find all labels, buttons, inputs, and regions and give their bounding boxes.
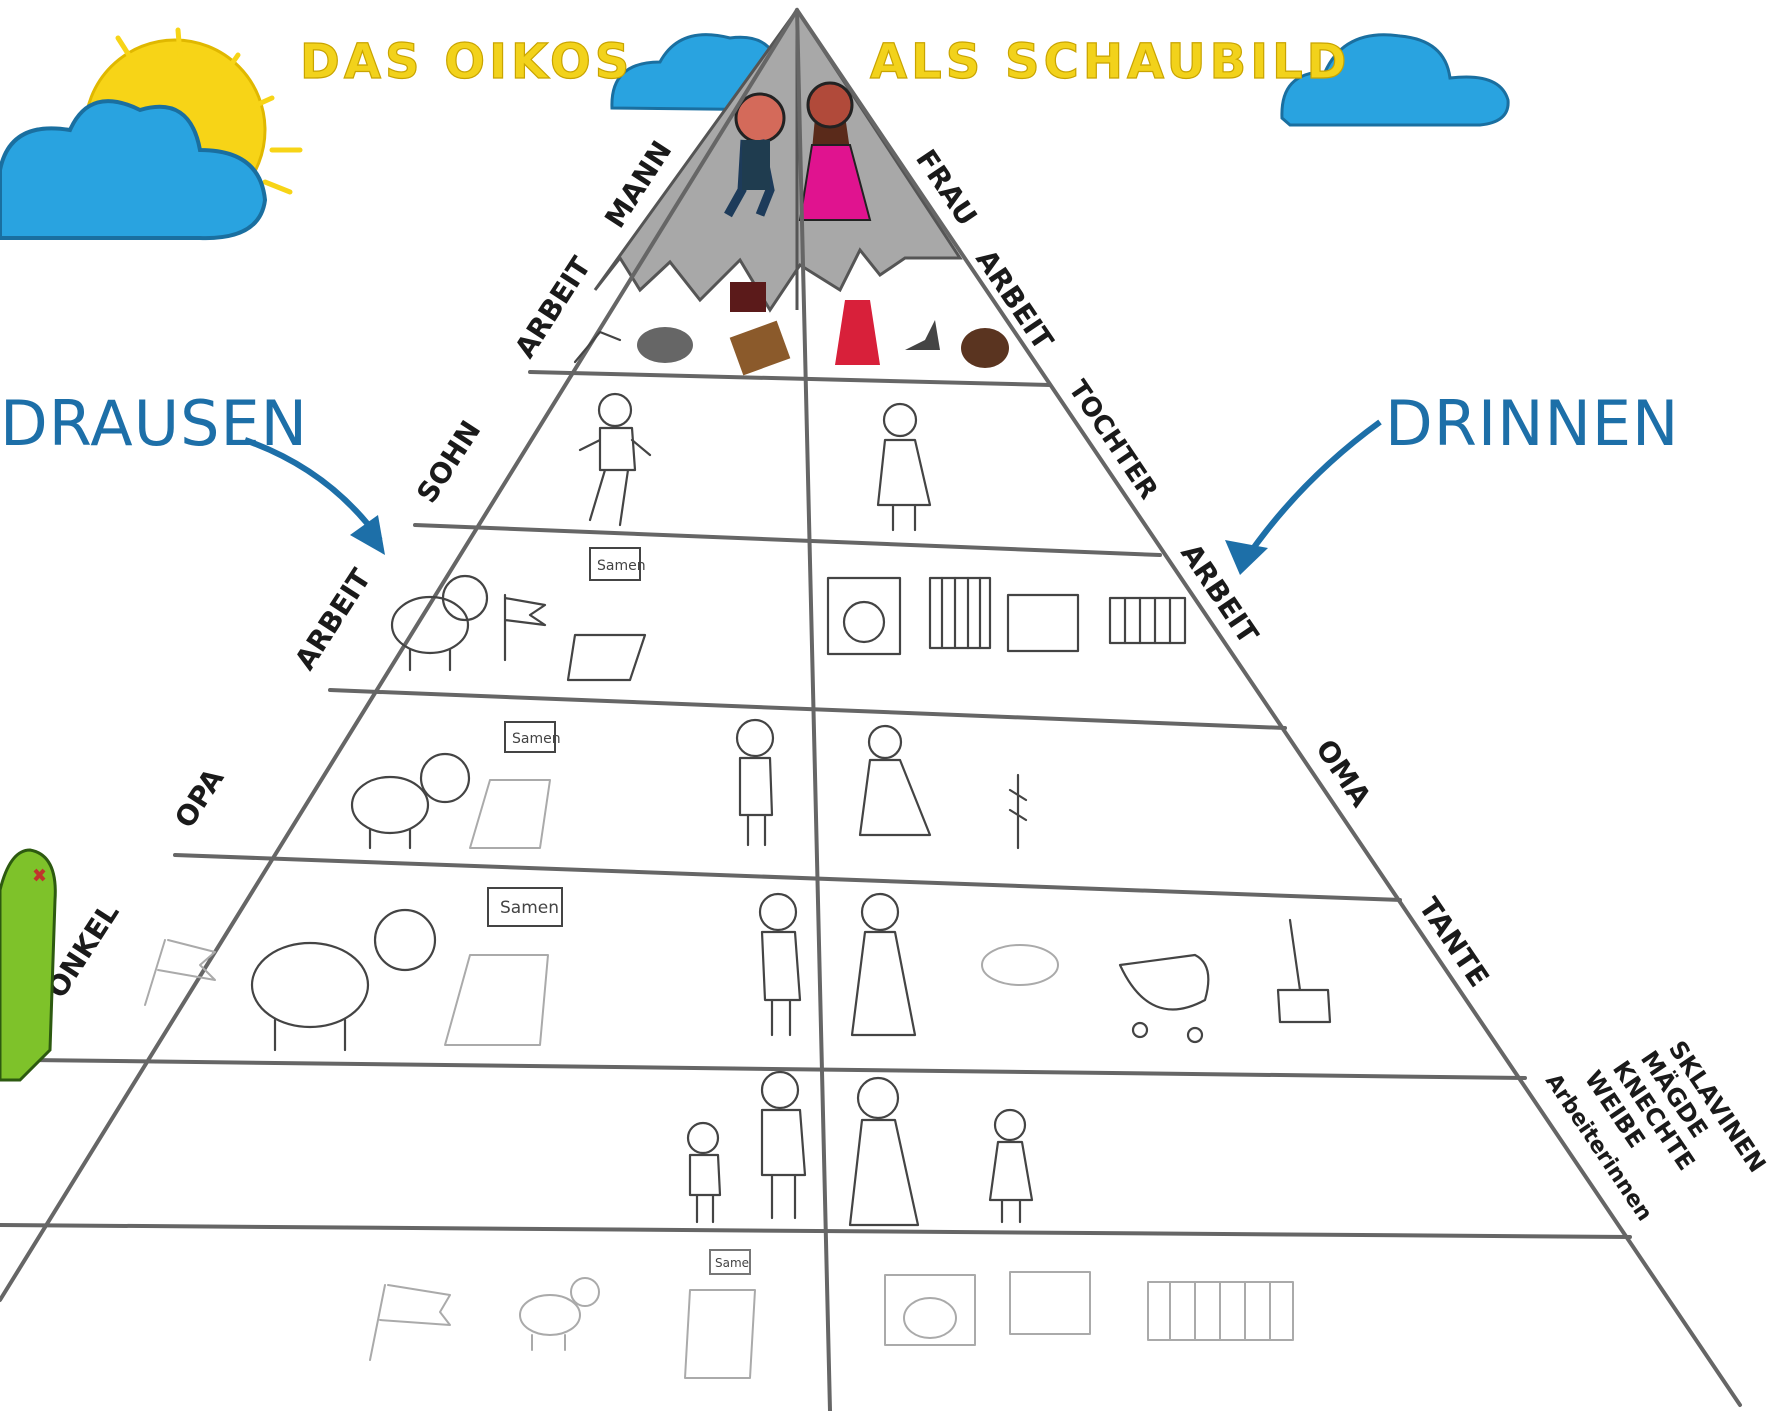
right-labels: FRAU ARBEIT TOCHTER ARBEIT OMA TANTE (909, 143, 1495, 993)
stroller-icon (1118, 953, 1210, 1044)
label-oma: OMA (1309, 733, 1378, 813)
flag-icon (369, 1284, 451, 1361)
seed-bag-icon: Samen (469, 721, 561, 849)
flag-icon (503, 593, 547, 662)
woman-figure-icon (798, 81, 872, 221)
servant-figure-icon (848, 1076, 920, 1227)
dog-icon (637, 327, 693, 363)
seed-label-3: Samen (500, 898, 559, 918)
label-arbeit-left-1: ARBEIT (508, 251, 597, 364)
sheep-icon (519, 1277, 600, 1351)
washing-machine-icon (826, 576, 902, 656)
seed-label-1: Samen (597, 558, 646, 574)
box-icon (730, 282, 766, 312)
label-tante: TANTE (1412, 891, 1495, 993)
cactus-icon (0, 848, 57, 1082)
left-labels: MANN ARBEIT SOHN ARBEIT OPA ONKEL (40, 135, 678, 1004)
label-arbeit-left-2: ARBEIT (288, 563, 377, 676)
row-arbeit-middle: Samen (390, 547, 1187, 682)
basket-icon (1006, 593, 1080, 653)
seed-label-4: Same (715, 1256, 749, 1270)
pyramid-frame (0, 8, 1742, 1411)
grandma-figure-icon (858, 724, 932, 837)
servant-labels: SKLAVINEN MÄGDE KNECHTE WEIBE Arbeiterin… (1540, 1036, 1767, 1226)
seed-bag-icon: Same (684, 1249, 756, 1379)
servant-figure-icon (760, 1070, 807, 1220)
aunt-figure-icon (850, 892, 917, 1037)
row-children (578, 392, 932, 532)
seed-bag-icon: Samen (566, 547, 647, 682)
dress-icon (835, 300, 880, 365)
label-drinnen: DRINNEN (1385, 387, 1679, 460)
broom-icon (1276, 918, 1332, 1024)
man-figure-icon (724, 92, 786, 218)
title-left: DAS OIKOS (300, 34, 633, 90)
row-bottom: Same (369, 1249, 1294, 1379)
servant-figure-icon (686, 1121, 722, 1224)
arrow-icon (244, 437, 385, 555)
sheep-icon (250, 908, 437, 1052)
basket-icon (1009, 1271, 1091, 1335)
flag-icon (144, 939, 216, 1006)
row-arbeit-top (573, 282, 1009, 376)
arrow-icon (1225, 419, 1382, 575)
cloud-icon (0, 99, 268, 241)
spindle-icon (905, 320, 940, 350)
bread-icon (961, 328, 1009, 368)
cloud-icon (1280, 33, 1510, 127)
radiator-icon (1108, 596, 1187, 645)
servant-figure-icon (988, 1108, 1034, 1224)
row-uncle-aunt: Samen (144, 887, 1332, 1052)
pig-icon (350, 752, 471, 850)
label-tochter: TOCHTER (1062, 375, 1163, 505)
plant-icon (1008, 773, 1028, 850)
boy-figure-icon (578, 392, 652, 527)
row-grandparents: Samen (350, 718, 1028, 850)
uncle-figure-icon (758, 892, 802, 1037)
grandpa-figure-icon (735, 718, 775, 847)
title-right: ALS SCHAUBILD (870, 34, 1351, 90)
seed-label-2: Samen (512, 731, 561, 747)
hoe-icon (573, 330, 622, 364)
label-opa: OPA (168, 762, 230, 833)
girl-figure-icon (876, 402, 932, 532)
radiator-icon (1147, 1281, 1294, 1341)
label-drausen: DRAUSEN (0, 387, 308, 460)
washing-machine-icon (884, 1274, 976, 1346)
pot-icon (981, 944, 1059, 986)
radiator-icon (928, 576, 992, 650)
seed-bag-icon: Samen (444, 887, 563, 1046)
soil-icon (729, 320, 791, 376)
row-servants (686, 1070, 1034, 1227)
label-sohn: SOHN (410, 415, 487, 509)
pig-icon (390, 574, 489, 672)
